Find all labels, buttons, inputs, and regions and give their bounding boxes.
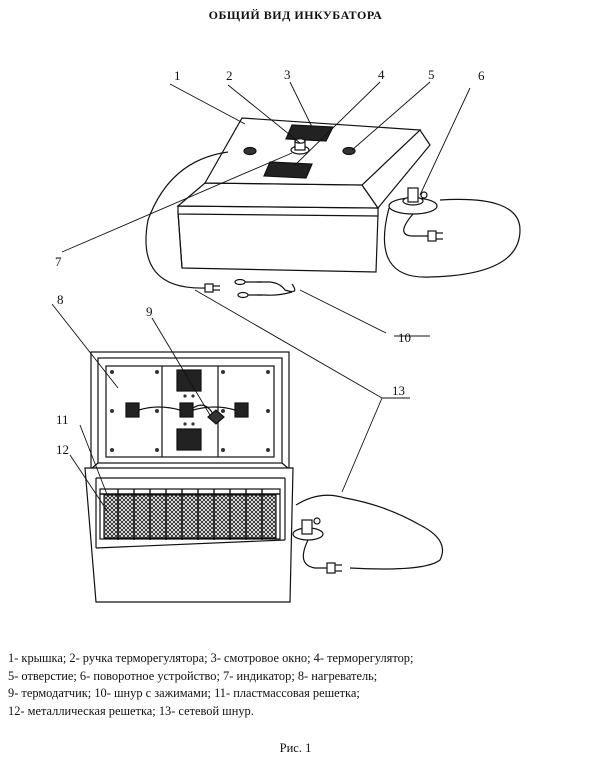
closed-incubator [145, 117, 521, 299]
heater-panel [105, 365, 275, 458]
callout-4: 4 [378, 67, 385, 82]
legend-line: 1- крышка; 2- ручка терморегулятора; 3- … [8, 651, 414, 665]
callout-2: 2 [226, 68, 233, 83]
callout-13: 13 [392, 383, 405, 398]
lid-top [203, 117, 422, 186]
base-box [177, 211, 379, 273]
callout-10: 10 [398, 330, 411, 345]
figure-caption: Рис. 1 [279, 741, 312, 755]
callout-3: 3 [284, 67, 291, 82]
legend-line: 5- отверстие; 6- поворотное устройство; … [8, 668, 378, 683]
plastic-grid-frame [99, 488, 281, 540]
legend: 1- крышка; 2- ручка терморегулятора; 3- … [8, 650, 583, 720]
open-incubator [84, 351, 444, 603]
lid-front-slope [176, 182, 380, 209]
figure-title: ОБЩИЙ ВИД ИНКУБАТОРА [208, 8, 383, 22]
thermostat-window [263, 161, 313, 179]
callout-5: 5 [428, 67, 435, 82]
legend-line: 9- термодатчик; 10- шнур с зажимами; 11-… [8, 686, 360, 700]
thermosensor-icon [207, 409, 225, 425]
callout-8: 8 [57, 292, 64, 307]
callout-6: 6 [478, 68, 485, 83]
hole-right-icon [342, 146, 356, 156]
open-lid-inner [97, 357, 283, 464]
hole-left-icon [243, 146, 257, 156]
incubator-diagram: 1 2 3 4 5 6 7 8 9 10 11 12 13 [51, 67, 521, 603]
callout-9: 9 [146, 304, 153, 319]
callout-11: 11 [56, 412, 69, 427]
callout-7: 7 [55, 254, 62, 269]
callout-12: 12 [56, 442, 69, 457]
viewing-window-top [285, 124, 334, 142]
legend-line: 12- металлическая решетка; 13- сетевой ш… [8, 703, 254, 718]
leader-lines [51, 81, 471, 513]
callout-1: 1 [174, 68, 181, 83]
metal-grid [103, 494, 277, 539]
